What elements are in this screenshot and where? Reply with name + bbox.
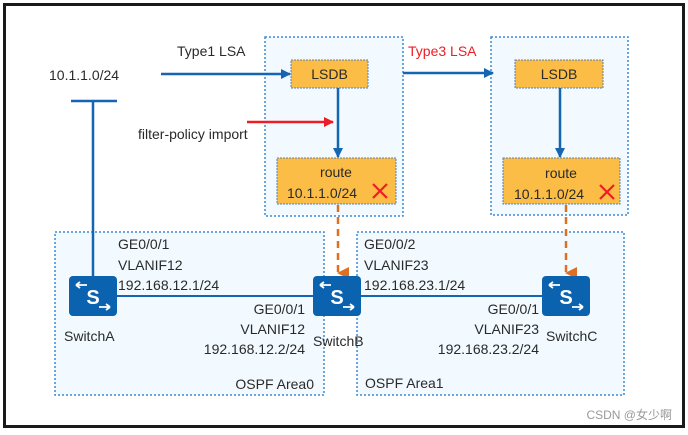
switchC-port-label: GE0/0/1	[488, 301, 540, 317]
type1-lsa-label: Type1 LSA	[177, 43, 246, 59]
switchA-icon-letter: S	[86, 287, 99, 309]
watermark: CSDN @女少啊	[586, 407, 672, 422]
switchB-icon[interactable]: S	[313, 276, 361, 316]
switchB-lsdb-label: LSDB	[311, 66, 348, 82]
filter-policy-label: filter-policy import	[138, 126, 248, 142]
switchB-ip1-label: 192.168.12.2/24	[204, 341, 305, 357]
switchB-vlan1-label: VLANIF12	[240, 321, 305, 337]
switchA-port-label: GE0/0/1	[118, 236, 170, 252]
switchC-route-prefix: 10.1.1.0/24	[514, 186, 584, 202]
source-network-label: 10.1.1.0/24	[49, 67, 119, 83]
switchA-icon[interactable]: S	[69, 276, 117, 316]
switchB-icon-letter: S	[330, 287, 343, 309]
switchC-icon-letter: S	[559, 287, 572, 309]
switchB-route-blocked-x-icon	[372, 183, 388, 199]
switchB-lsdb-box	[290, 59, 369, 89]
switchA-vlan-label: VLANIF12	[118, 257, 183, 273]
switchC-icon[interactable]: S	[542, 276, 590, 316]
switchB-ip2-label: 192.168.23.1/24	[364, 277, 465, 293]
area1-label: OSPF Area1	[365, 375, 444, 391]
switchC-route-box	[502, 157, 621, 205]
switchC-route-blocked-x-icon	[599, 184, 615, 200]
area0-label: OSPF Area0	[235, 376, 314, 392]
switchB-route-title: route	[320, 164, 352, 180]
switchB-route-prefix: 10.1.1.0/24	[287, 185, 357, 201]
switchC-ip-label: 192.168.23.2/24	[438, 341, 539, 357]
switchB-port1-label: GE0/0/1	[254, 301, 306, 317]
switchA-name: SwitchA	[64, 328, 115, 344]
switchA-ip-label: 192.168.12.1/24	[118, 277, 219, 293]
switchB-vlan2-label: VLANIF23	[364, 257, 429, 273]
switchC-lsdb-label: LSDB	[541, 66, 578, 82]
type3-lsa-label: Type3 LSA	[408, 43, 477, 59]
switchB-name: SwitchB	[313, 333, 364, 349]
switchC-vlan-label: VLANIF23	[474, 321, 539, 337]
switchC-name: SwitchC	[546, 328, 597, 344]
switchC-route-title: route	[545, 165, 577, 181]
switchB-port2-label: GE0/0/2	[364, 236, 416, 252]
switchC-lsdb-box	[514, 59, 604, 89]
